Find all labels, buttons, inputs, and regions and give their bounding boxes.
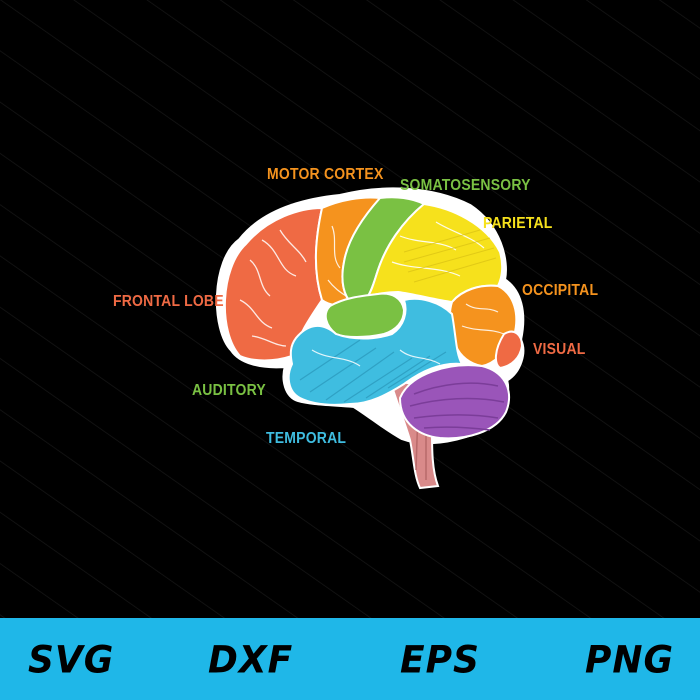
format-svg: SVG <box>28 638 115 683</box>
temporal-hatching <box>299 339 447 403</box>
visual-region <box>494 330 524 370</box>
label-auditory: AUDITORY <box>192 380 266 399</box>
label-somatosensory: SOMATOSENSORY <box>400 175 531 194</box>
label-parietal: PARIETAL <box>483 213 553 232</box>
format-eps: EPS <box>400 638 480 683</box>
file-format-bar <box>0 618 700 700</box>
label-temporal: TEMPORAL <box>266 428 347 447</box>
temporal-region <box>287 297 464 406</box>
temporal-gyri <box>311 349 441 367</box>
parietal-gyri <box>391 221 485 277</box>
motor-gyri <box>327 225 347 297</box>
label-occipital: OCCIPITAL <box>522 280 599 299</box>
occipital-gyri <box>461 303 505 335</box>
label-frontal-lobe: FRONTAL LOBE <box>113 291 224 310</box>
format-dxf: DXF <box>208 638 294 683</box>
frontal-gyri <box>239 229 307 347</box>
parietal-hatching <box>403 229 497 283</box>
label-motor-cortex: MOTOR CORTEX <box>267 164 384 183</box>
format-png: PNG <box>585 638 675 683</box>
label-visual: VISUAL <box>533 339 586 358</box>
brain-illustration <box>215 187 525 490</box>
cerebellum-folds <box>409 382 505 431</box>
